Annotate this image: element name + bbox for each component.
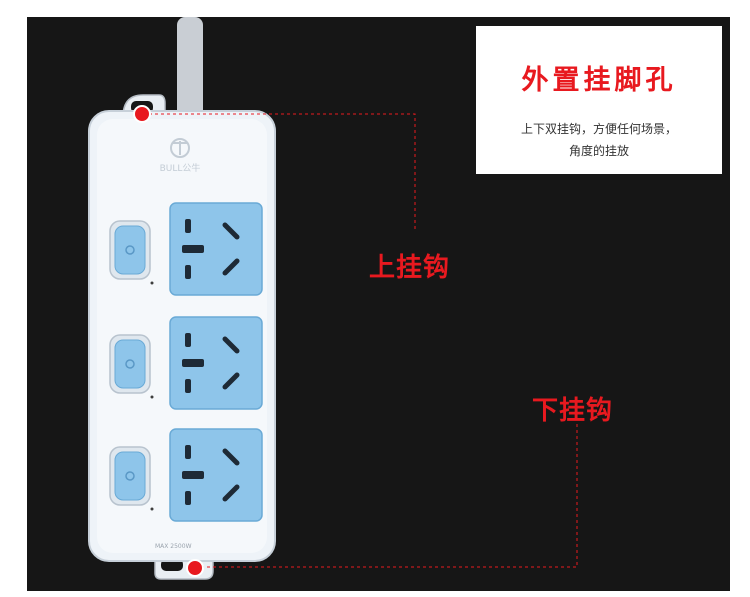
socket-hole [182,245,204,253]
socket-hole [185,445,191,459]
panel-title: 外置挂脚孔 [521,65,677,96]
power-strip-illustration: BULL公牛 MAX 2500W [88,17,578,580]
socket-hole [185,491,191,505]
power-cable [177,17,203,127]
socket-hole [185,219,191,233]
indicator-dot [150,281,154,285]
top-hook-leader-line [143,113,416,229]
rating-text: MAX 2500W [155,543,192,550]
socket-hole [222,336,240,354]
socket-face [169,428,263,522]
socket-hole [222,372,240,390]
socket-face [169,202,263,296]
switch-button [114,339,146,389]
bottom-hook-marker [186,559,204,577]
bottom-hook-label: 下挂钩 [532,396,614,426]
power-symbol-icon [125,471,135,481]
socket-hole [222,258,240,276]
brand-text: BULL公牛 [160,162,201,174]
brand-logo-icon [170,138,190,158]
bottom-hook-leader-line [195,422,578,568]
socket-hole [185,333,191,347]
panel-description-line-1: 上下双挂钩，方便任何场景， [520,122,677,136]
top-hook-marker [133,105,151,123]
info-panel: 外置挂脚孔 上下双挂钩，方便任何场景， 角度的挂放 [476,26,722,174]
socket-hole [222,448,240,466]
outlet-unit [109,428,263,522]
switch-button [114,451,146,501]
panel-description-line-2: 角度的挂放 [568,144,629,158]
socket-hole [182,471,204,479]
outlet-unit [109,316,263,410]
power-symbol-icon [125,359,135,369]
socket-hole [222,484,240,502]
top-hook-label: 上挂钩 [369,253,451,283]
power-symbol-icon [125,245,135,255]
socket-hole [185,379,191,393]
socket-hole [182,359,204,367]
outlet-unit [109,202,263,296]
indicator-dot [150,395,154,399]
socket-face [169,316,263,410]
switch-button [114,225,146,275]
product-scene: BULL公牛 MAX 2500W 外置挂脚孔 上下双挂钩，方便任何场景， 角度的… [27,17,730,591]
socket-hole [185,265,191,279]
socket-hole [222,222,240,240]
indicator-dot [150,507,154,511]
